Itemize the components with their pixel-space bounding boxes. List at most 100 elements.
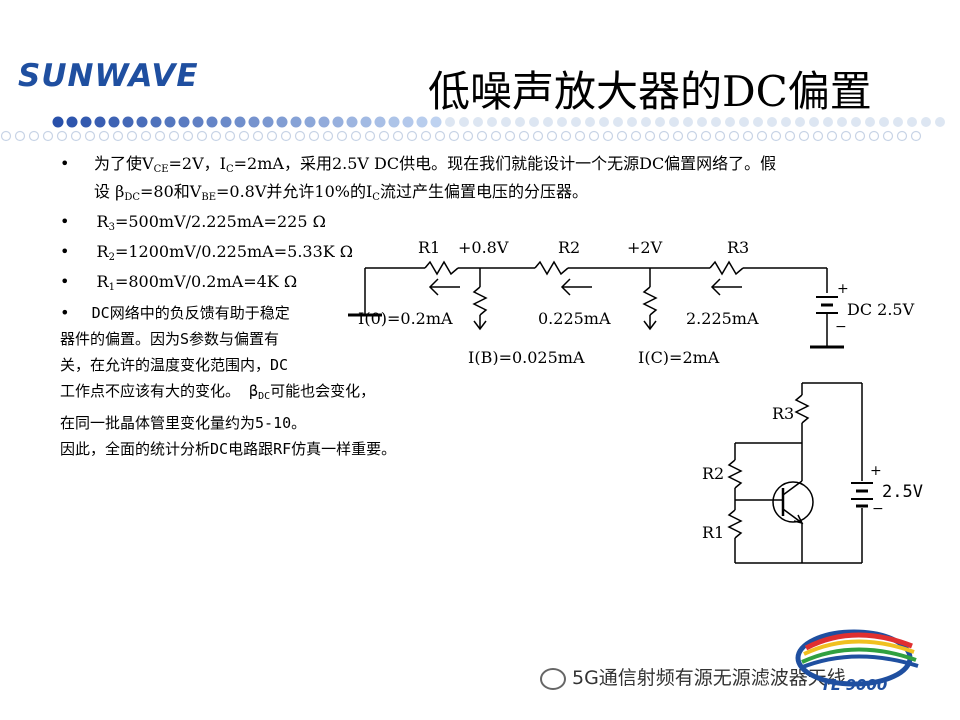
decorative-ring <box>756 130 768 142</box>
decorative-ring <box>448 130 460 142</box>
decorative-ring <box>686 130 698 142</box>
decorative-dot <box>501 117 511 127</box>
decorative-ring <box>224 130 236 142</box>
decorative-ring <box>840 130 852 142</box>
label-r1: R1 <box>418 238 440 257</box>
page-title: 低噪声放大器的DC偏置 <box>428 67 872 116</box>
decorative-ring <box>238 130 250 142</box>
bullet-4: • R1=800mV/0.2mA=4K Ω <box>60 270 297 300</box>
bullet-5: •DC网络中的负反馈有助于稳定 器件的偏置。因为S参数与偏置有 关，在允许的温度… <box>60 300 460 462</box>
decorative-ring <box>378 130 390 142</box>
decorative-dot <box>725 117 735 127</box>
decorative-ring <box>700 130 712 142</box>
decorative-ring <box>182 130 194 142</box>
decorative-dot <box>823 117 833 127</box>
decorative-dot <box>66 116 78 128</box>
decorative-ring <box>126 130 138 142</box>
decorative-ring <box>28 130 40 142</box>
decorative-dot <box>80 116 92 128</box>
wechat-icon <box>540 667 566 690</box>
decorative-ring <box>546 130 558 142</box>
text: =0.8V并允许10%的I <box>216 182 373 201</box>
r2-resistor <box>727 459 743 489</box>
label-i-right: 2.225mA <box>686 309 759 328</box>
decorative-ring <box>742 130 754 142</box>
decorative-dot <box>599 117 609 127</box>
decorative-ring <box>350 130 362 142</box>
decorative-dot <box>332 116 344 128</box>
decorative-dot <box>515 117 525 127</box>
decorative-dot <box>318 116 330 128</box>
subscript: 1 <box>108 282 115 293</box>
decorative-dot <box>178 116 190 128</box>
decorative-ring <box>560 130 572 142</box>
bullet-2: • R3=500mV/2.225mA=225 Ω <box>60 210 326 240</box>
decorative-ring <box>154 130 166 142</box>
decorative-dot <box>809 117 819 127</box>
decorative-ring <box>364 130 376 142</box>
decorative-ring <box>784 130 796 142</box>
decorative-ring <box>714 130 726 142</box>
decorative-ring <box>798 130 810 142</box>
r2-resistor <box>534 260 569 276</box>
decorative-ring <box>658 130 670 142</box>
label-minus: − <box>872 501 884 517</box>
bullet-marker: • <box>60 212 70 231</box>
decorative-ring <box>504 130 516 142</box>
text: =80和V <box>140 182 202 201</box>
decorative-dot <box>94 116 106 128</box>
decorative-ring <box>910 130 922 142</box>
decorative-ring <box>490 130 502 142</box>
decorative-ring <box>112 130 124 142</box>
decorative-dot <box>893 117 903 127</box>
label-r3: R3 <box>727 238 749 257</box>
text: 因此，全面的统计分析DC电路跟RF仿真一样重要。 <box>60 440 397 458</box>
text: DC网络中的负反馈有助于稳定 <box>91 304 290 322</box>
text: 流过产生偏置电压的分压器。 <box>379 182 588 201</box>
decorative-ring <box>322 130 334 142</box>
decorative-dot <box>781 117 791 127</box>
subscript: 3 <box>108 222 115 233</box>
decorative-ring <box>644 130 656 142</box>
decorative-ring <box>420 130 432 142</box>
decorative-ring <box>588 130 600 142</box>
tl9000-label: TL 9000 <box>821 676 888 694</box>
text: 关，在允许的温度变化范围内，DC <box>60 356 289 374</box>
label-r1: R1 <box>702 523 724 542</box>
decorative-dot <box>374 116 386 128</box>
decorative-ring <box>280 130 292 142</box>
bullet-marker: • <box>60 272 70 291</box>
text: =500mV/2.225mA=225 Ω <box>114 212 326 231</box>
decorative-dot <box>641 117 651 127</box>
decorative-ring <box>0 130 12 142</box>
decorative-ring <box>266 130 278 142</box>
text: 为了使V <box>94 154 154 173</box>
subscript: CE <box>153 164 169 175</box>
decorative-ring <box>532 130 544 142</box>
sunwave-logo: SUNWAVE <box>18 58 199 94</box>
label-r2: R2 <box>558 238 580 257</box>
decorative-dot <box>921 117 931 127</box>
decorative-dot <box>767 117 777 127</box>
decorative-ring <box>812 130 824 142</box>
decorative-dot <box>739 117 749 127</box>
decorative-ring <box>826 130 838 142</box>
decorative-dot <box>164 116 176 128</box>
text: 可能也会变化， <box>270 382 376 400</box>
subscript: C <box>225 164 234 175</box>
label-r2: R2 <box>702 464 724 483</box>
decorative-dot <box>416 116 428 128</box>
subscript: DC <box>124 192 141 203</box>
decorative-ring <box>434 130 446 142</box>
decorative-ring <box>882 130 894 142</box>
text: =2mA，采用2.5V DC供电。现在我们就能设计一个无源DC偏置网络了。假 <box>233 154 777 173</box>
decorative-dot <box>473 117 483 127</box>
subscript: 2 <box>108 252 115 263</box>
label-i0: I(0)=0.2mA <box>358 309 453 328</box>
decorative-ring <box>98 130 110 142</box>
r3-resistor <box>794 394 810 424</box>
decorative-dot <box>290 116 302 128</box>
text: R <box>96 212 109 231</box>
text: 在同一批晶体管里变化量约为5-10。 <box>60 414 307 432</box>
decorative-dot <box>879 117 889 127</box>
